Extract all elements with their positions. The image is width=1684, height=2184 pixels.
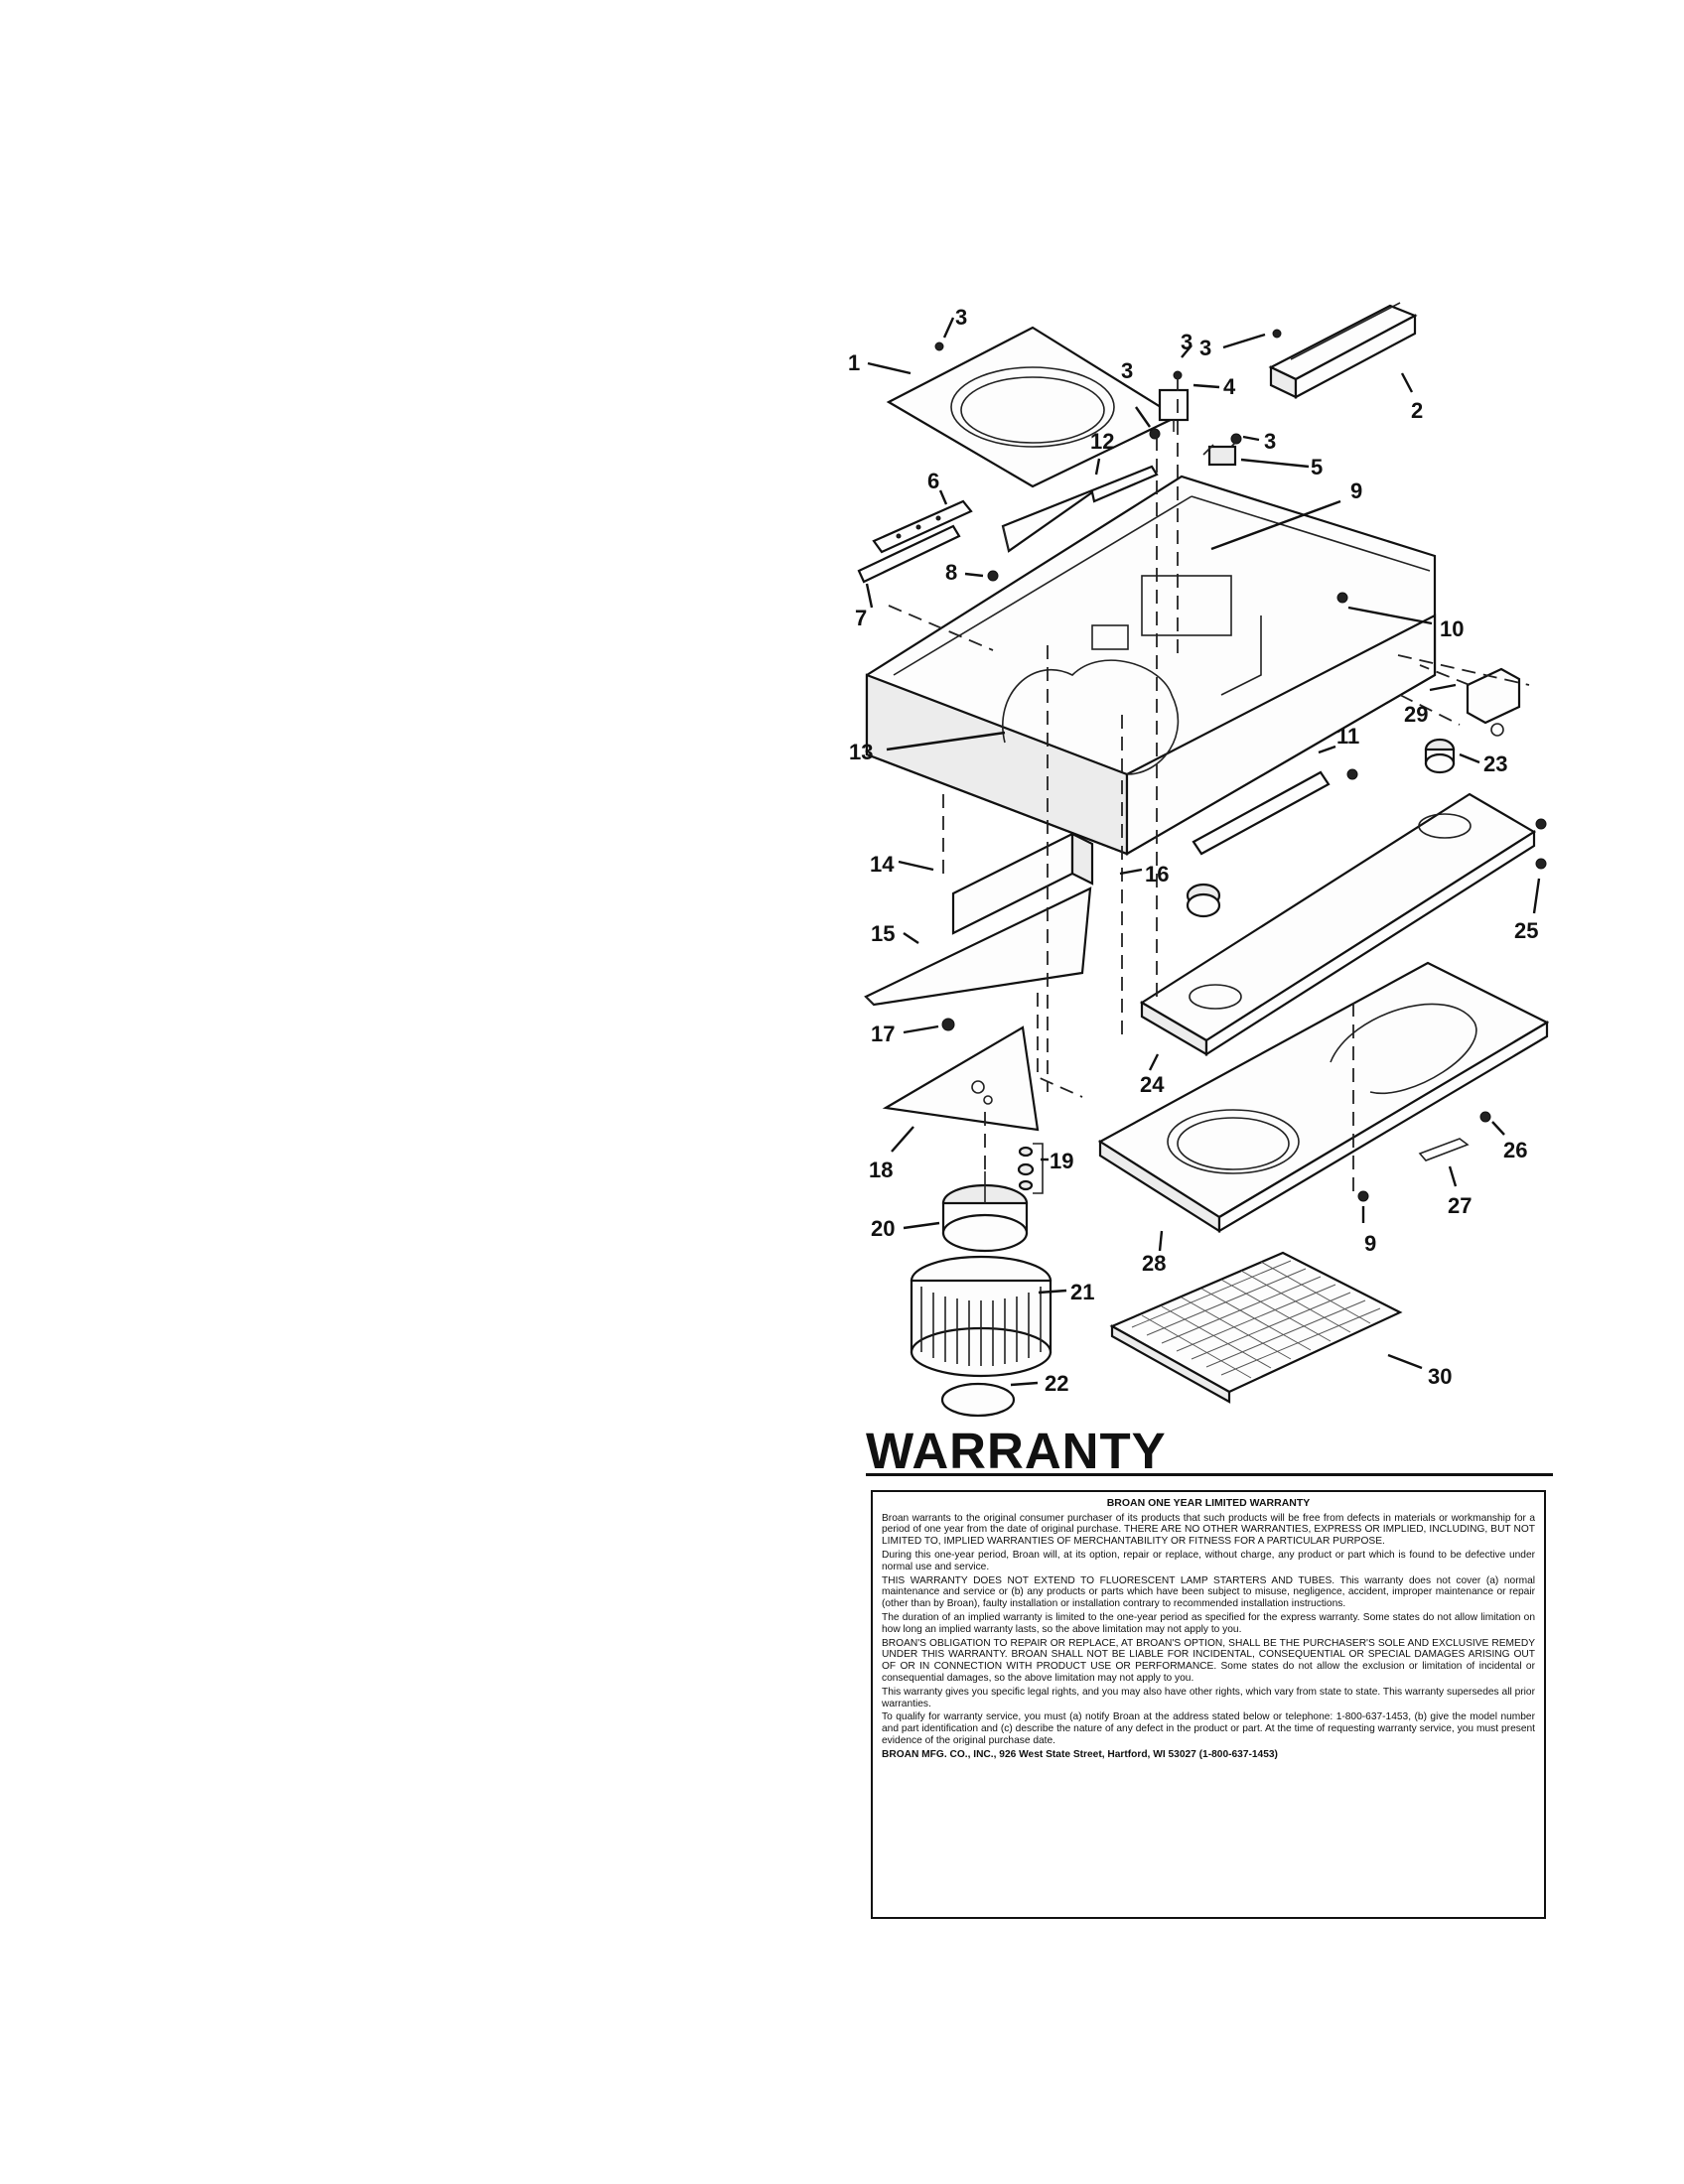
- warranty-paragraph: This warranty gives you specific legal r…: [882, 1686, 1535, 1709]
- assembly-guides: [888, 377, 1530, 1191]
- callout-8: 8: [945, 560, 957, 585]
- callout-30: 30: [1428, 1364, 1452, 1389]
- part-18-motor-plate: [882, 1025, 1040, 1132]
- part-15-baffle: [864, 887, 1092, 1007]
- part-25-screw: [1535, 818, 1547, 830]
- part-30-filter: [1109, 1251, 1403, 1404]
- callout-17: 17: [871, 1022, 895, 1046]
- part-7-rail: [857, 524, 961, 584]
- screw-group: [934, 329, 1282, 445]
- callout-25: 25: [1514, 918, 1538, 943]
- callout-14: 14: [870, 852, 895, 877]
- callout-3e: 3: [1181, 330, 1193, 354]
- callout-18: 18: [869, 1158, 893, 1182]
- callout-3c: 3: [1121, 358, 1133, 383]
- callout-27: 27: [1448, 1193, 1472, 1218]
- callout-3a: 3: [955, 305, 967, 330]
- part-2-damper: [1268, 302, 1418, 399]
- callout-7: 7: [855, 606, 867, 630]
- part-19-hardware: [1017, 1143, 1044, 1194]
- callout-12: 12: [1090, 429, 1114, 454]
- warranty-title: WARRANTY: [866, 1423, 1167, 1479]
- part-14-wiring-channel: [951, 832, 1094, 935]
- warranty-divider: [866, 1473, 1553, 1476]
- warranty-paragraph: THIS WARRANTY DOES NOT EXTEND TO FLUORES…: [882, 1574, 1535, 1610]
- callout-13: 13: [849, 740, 873, 764]
- part-25-screw-b: [1535, 858, 1547, 870]
- warranty-box: BROAN ONE YEAR LIMITED WARRANTY Broan wa…: [871, 1490, 1546, 1919]
- warranty-address: BROAN MFG. CO., INC., 926 West State Str…: [882, 1748, 1278, 1760]
- callout-9b: 9: [1364, 1231, 1376, 1256]
- part-10-screw: [1336, 592, 1348, 604]
- callout-6: 6: [927, 469, 939, 493]
- callout-9a: 9: [1350, 478, 1362, 503]
- callout-26: 26: [1503, 1138, 1527, 1162]
- part-6-rail: [872, 499, 973, 554]
- part-22-clip: [940, 1382, 1016, 1418]
- callout-2: 2: [1411, 398, 1423, 423]
- part-26-screw: [1479, 1111, 1491, 1123]
- part-8-screw: [987, 570, 999, 582]
- part-23-lamp-socket: [1424, 738, 1456, 774]
- part-9-screw: [1357, 1190, 1369, 1202]
- callout-labels: 1 2 3 3 3 3 3 4 5 6 7 8 9 9 10 11 12 13 …: [848, 305, 1538, 1396]
- callout-23: 23: [1483, 751, 1507, 776]
- warranty-paragraph: During this one-year period, Broan will,…: [882, 1549, 1535, 1572]
- callout-3b: 3: [1199, 336, 1211, 360]
- part-20-motor: [941, 1171, 1029, 1253]
- part-12-front-plate: [1001, 465, 1159, 553]
- callout-15: 15: [871, 921, 895, 946]
- part-4-switch-bracket: [1158, 388, 1190, 432]
- callout-22: 22: [1045, 1371, 1068, 1396]
- callout-16: 16: [1145, 862, 1169, 887]
- callout-19: 19: [1050, 1149, 1073, 1173]
- callout-24: 24: [1140, 1072, 1165, 1097]
- callout-1: 1: [848, 350, 860, 375]
- part-11-bracket: [1192, 768, 1358, 856]
- warranty-paragraph: To qualify for warranty service, you mus…: [882, 1711, 1535, 1746]
- callout-3d: 3: [1264, 429, 1276, 454]
- part-17-nut: [941, 1018, 955, 1031]
- part-1-top-plate: [886, 326, 1180, 488]
- callout-29: 29: [1404, 702, 1428, 727]
- part-5-switch: [1202, 438, 1240, 467]
- callout-4: 4: [1223, 374, 1236, 399]
- part-21-blower-wheel: [910, 1255, 1052, 1378]
- warranty-paragraph: BROAN'S OBLIGATION TO REPAIR OR REPLACE,…: [882, 1637, 1535, 1684]
- callout-20: 20: [871, 1216, 895, 1241]
- callout-11: 11: [1336, 724, 1359, 749]
- warranty-paragraph: Broan warrants to the original consumer …: [882, 1512, 1535, 1548]
- part-16-lamp-socket: [1186, 883, 1221, 918]
- part-27-latch: [1418, 1138, 1470, 1161]
- callout-21: 21: [1070, 1280, 1094, 1304]
- part-28-bottom-pan: [1097, 961, 1550, 1233]
- callout-10: 10: [1440, 616, 1464, 641]
- part-13-hood-body: [865, 475, 1437, 856]
- callout-5: 5: [1311, 455, 1323, 479]
- callout-28: 28: [1142, 1251, 1166, 1276]
- warranty-paragraph: The duration of an implied warranty is l…: [882, 1611, 1535, 1635]
- part-29-junction-box: [1466, 667, 1521, 737]
- leader-lines: [865, 317, 1541, 1387]
- part-24-light-panel: [1139, 792, 1537, 1057]
- warranty-heading: BROAN ONE YEAR LIMITED WARRANTY: [1106, 1497, 1311, 1509]
